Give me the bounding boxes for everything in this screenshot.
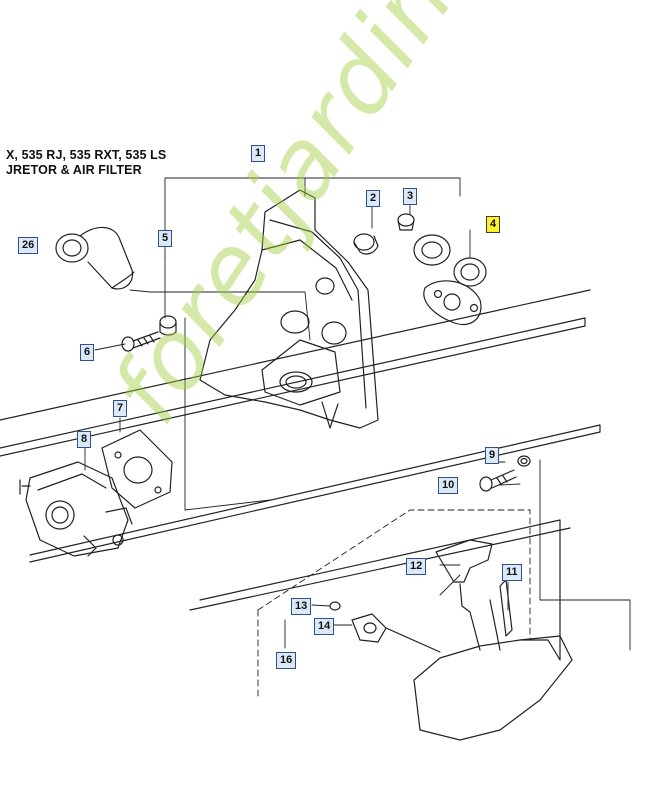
part-6-screw <box>121 331 161 352</box>
callout-2[interactable]: 2 <box>366 190 381 207</box>
callout-3[interactable]: 3 <box>403 188 418 205</box>
callout-26[interactable]: 26 <box>18 237 39 254</box>
callout-9[interactable]: 9 <box>485 447 500 464</box>
frame-lines <box>0 289 601 661</box>
part-12-lever <box>435 539 493 613</box>
part-14-valve <box>351 613 441 653</box>
callout-8[interactable]: 8 <box>77 431 92 448</box>
callout-5[interactable]: 5 <box>158 230 173 247</box>
part-1-air-filter-housing <box>199 189 379 429</box>
callout-1[interactable]: 1 <box>251 145 266 162</box>
leader-lines <box>84 177 631 651</box>
callout-11[interactable]: 11 <box>502 564 522 581</box>
callout-7[interactable]: 7 <box>113 400 128 417</box>
part-4-seals <box>413 234 487 326</box>
callout-16[interactable]: 16 <box>276 652 297 669</box>
dashed-boundary <box>257 509 531 701</box>
part-7-gasket <box>101 429 173 509</box>
part-2-bushing <box>353 233 379 255</box>
lower-handle-assembly <box>413 599 573 741</box>
part-10-screw <box>479 469 517 492</box>
part-9-washer <box>517 455 531 467</box>
callout-10[interactable]: 10 <box>438 477 459 494</box>
part-26-intake-elbow <box>55 226 135 290</box>
part-3-plug <box>397 213 415 231</box>
part-5-grommet <box>159 315 177 336</box>
diagram-title-section: JRETOR & AIR FILTER <box>6 163 142 177</box>
part-13-nut <box>329 601 341 611</box>
callout-13[interactable]: 13 <box>291 598 312 615</box>
part-11-lever-link <box>499 579 513 637</box>
callout-12[interactable]: 12 <box>406 558 427 575</box>
diagram-title-models: X, 535 RJ, 535 RXT, 535 LS <box>6 148 167 162</box>
callout-14[interactable]: 14 <box>314 618 335 635</box>
part-8-carburettor <box>19 461 133 557</box>
callout-4-highlighted[interactable]: 4 <box>486 216 501 233</box>
callout-6[interactable]: 6 <box>80 344 95 361</box>
